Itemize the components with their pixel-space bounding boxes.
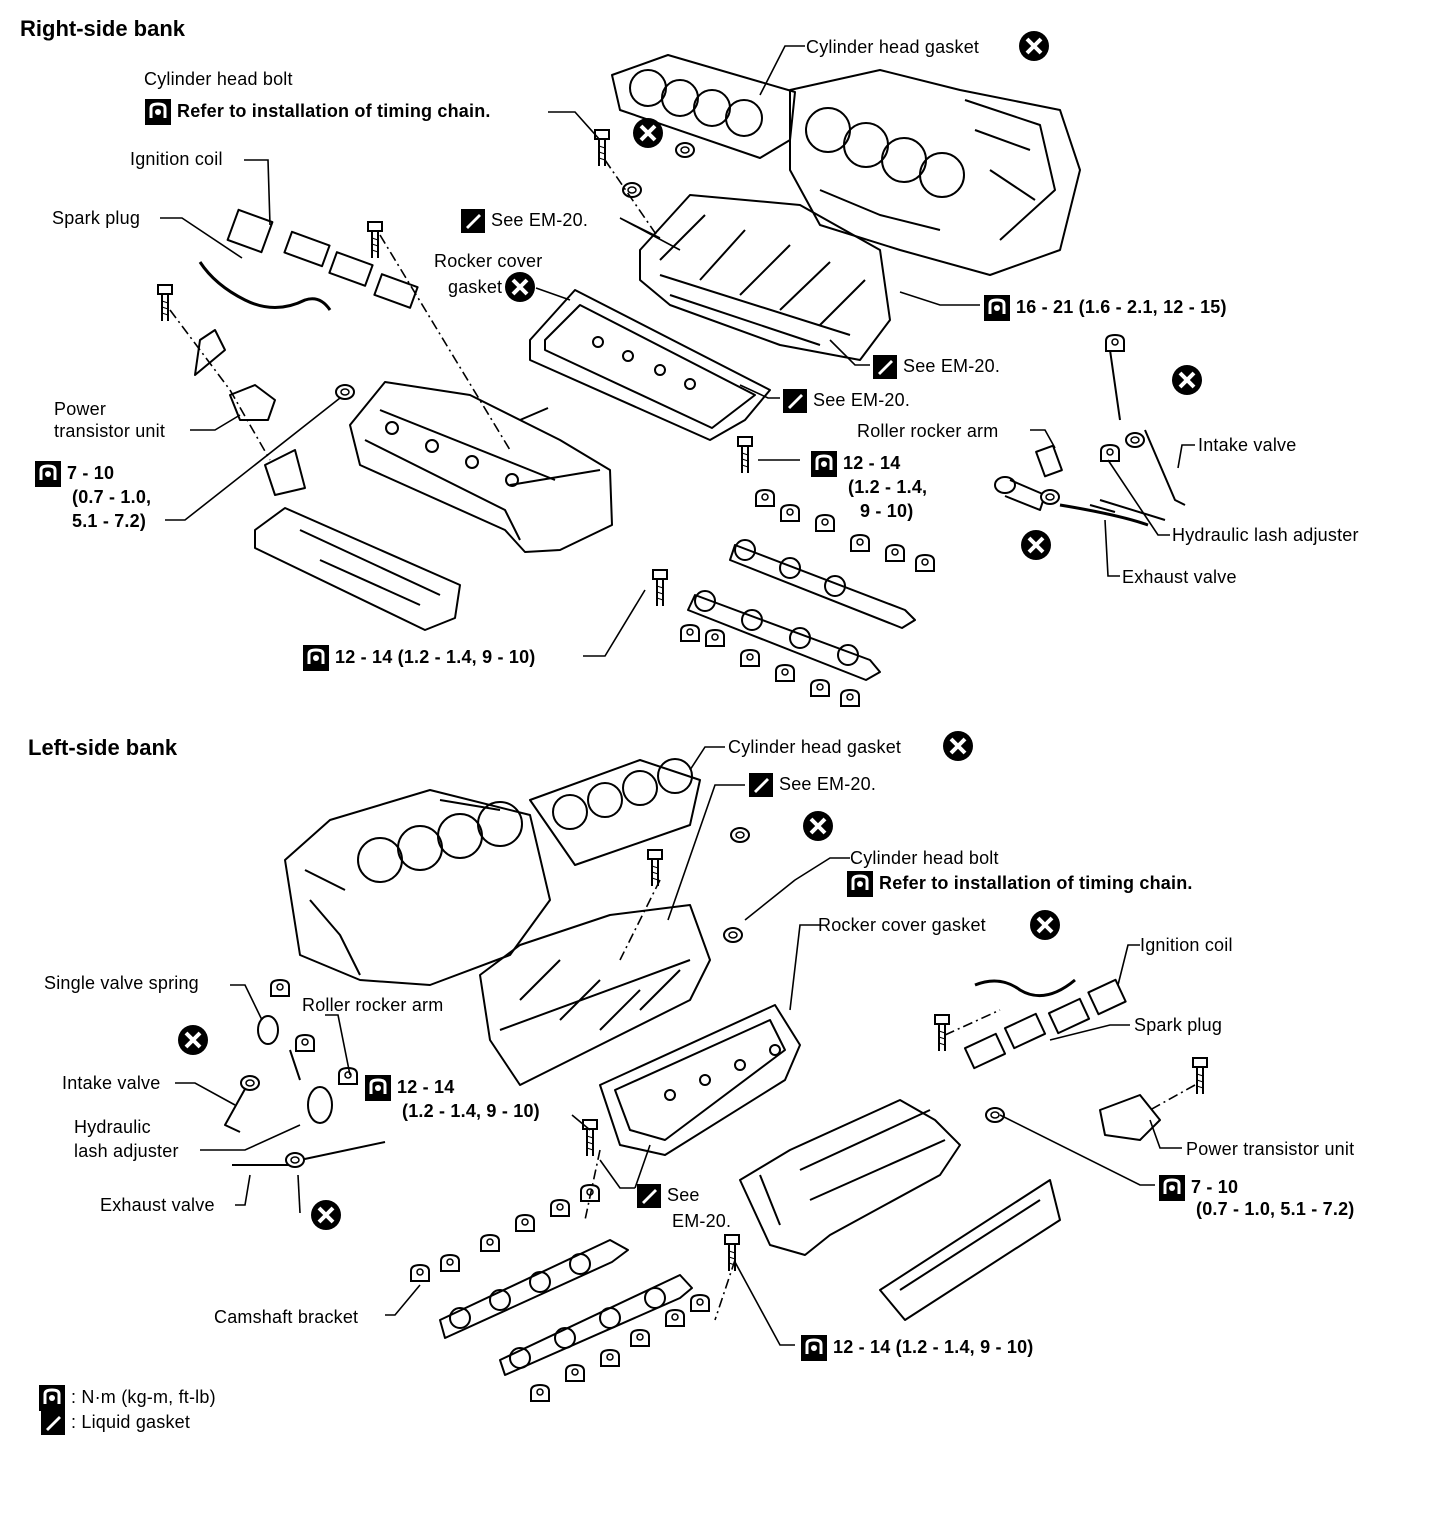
- l-intake-valve-label: Intake valve: [62, 1073, 161, 1093]
- liquid-gasket-icon: [872, 354, 898, 380]
- l-rocker-cover-gasket-label: Rocker cover gasket: [818, 915, 986, 935]
- r-hydraulic-lash-adjuster-label: Hydraulic lash adjuster: [1172, 525, 1359, 545]
- l-torque-7-10-units: (0.7 - 1.0, 5.1 - 7.2): [1196, 1199, 1355, 1219]
- torque-wrench-icon: [34, 460, 62, 488]
- l-hydraulic-label-2: lash adjuster: [74, 1141, 179, 1161]
- liquid-gasket-icon: [782, 388, 808, 414]
- r-power-transistor-label-1: Power: [54, 399, 107, 419]
- liquid-gasket-icon: [40, 1410, 66, 1436]
- r-rocker-cover-gasket-label-2: gasket: [448, 277, 503, 297]
- l-see-em20-b-ref: EM-20.: [672, 1211, 732, 1231]
- l-refer-timing-note: Refer to installation of timing chain.: [846, 870, 1193, 898]
- r-see-em20-a: See EM-20.: [460, 208, 588, 234]
- l-camshaft-bracket-label: Camshaft bracket: [214, 1307, 359, 1327]
- r-cylinder-head-gasket-label: Cylinder head gasket: [806, 37, 980, 57]
- r-torque-16-21: 16 - 21 (1.6 - 2.1, 12 - 15): [983, 294, 1227, 322]
- torque-wrench-icon: [302, 644, 330, 672]
- r-ignition-coil-label: Ignition coil: [130, 149, 223, 169]
- l-torque-12-14-a-units: (1.2 - 1.4, 9 - 10): [402, 1101, 540, 1121]
- liquid-gasket-icon: [636, 1183, 662, 1209]
- torque-wrench-icon: [38, 1384, 66, 1412]
- l-roller-rocker-label: Roller rocker arm: [302, 995, 444, 1015]
- r-cylinder-head-bolt-label: Cylinder head bolt: [144, 69, 293, 89]
- torque-wrench-icon: [364, 1074, 392, 1102]
- r-torque-7-10-kgm: (0.7 - 1.0,: [72, 487, 152, 507]
- l-cylinder-head-bolt-label: Cylinder head bolt: [850, 848, 999, 868]
- r-see-em20-c: See EM-20.: [782, 388, 910, 414]
- leader-lines: [160, 45, 1196, 1346]
- torque-wrench-icon: [144, 98, 172, 126]
- l-hydraulic-label-1: Hydraulic: [74, 1117, 151, 1137]
- torque-wrench-icon: [800, 1334, 828, 1362]
- left-bank-title: Left-side bank: [28, 735, 178, 760]
- l-single-valve-spring-label: Single valve spring: [44, 973, 199, 993]
- torque-wrench-icon: [846, 870, 874, 898]
- r-exhaust-valve-label: Exhaust valve: [1122, 567, 1237, 587]
- torque-wrench-icon: [810, 450, 838, 478]
- r-torque-12-14-a-ftlb: 9 - 10): [860, 501, 914, 521]
- l-see-em20-b: See: [636, 1183, 700, 1209]
- legend-liquid-gasket: : Liquid gasket: [40, 1410, 190, 1436]
- r-see-em20-b: See EM-20.: [872, 354, 1000, 380]
- r-intake-valve-label: Intake valve: [1198, 435, 1297, 455]
- r-torque-7-10-ftlb: 5.1 - 7.2): [72, 511, 147, 531]
- l-power-transistor-label: Power transistor unit: [1186, 1139, 1355, 1159]
- l-torque-7-10: 7 - 10: [1158, 1174, 1238, 1202]
- r-power-transistor-label-2: transistor unit: [54, 421, 166, 441]
- l-ignition-coil-label: Ignition coil: [1140, 935, 1233, 955]
- legend-torque: : N·m (kg-m, ft-lb): [38, 1384, 216, 1412]
- liquid-gasket-icon: [460, 208, 486, 234]
- r-torque-12-14-b: 12 - 14 (1.2 - 1.4, 9 - 10): [302, 644, 536, 672]
- l-see-em20-a: See EM-20.: [748, 772, 876, 798]
- l-torque-12-14-a: 12 - 14: [364, 1074, 454, 1102]
- l-exhaust-valve-label: Exhaust valve: [100, 1195, 215, 1215]
- r-refer-timing-note: Refer to installation of timing chain.: [144, 98, 491, 126]
- right-bank-title: Right-side bank: [20, 16, 186, 41]
- l-cylinder-head-gasket-label: Cylinder head gasket: [728, 737, 902, 757]
- right-bank-parts: [194, 54, 1186, 681]
- torque-wrench-icon: [983, 294, 1011, 322]
- liquid-gasket-icon: [748, 772, 774, 798]
- r-torque-12-14-a-kgm: (1.2 - 1.4,: [848, 477, 928, 497]
- r-torque-7-10: 7 - 10: [34, 460, 114, 488]
- r-torque-12-14-a: 12 - 14: [810, 450, 900, 478]
- torque-wrench-icon: [1158, 1174, 1186, 1202]
- l-spark-plug-label: Spark plug: [1134, 1015, 1223, 1035]
- r-roller-rocker-label: Roller rocker arm: [857, 421, 999, 441]
- r-rocker-cover-gasket-label-1: Rocker cover: [434, 251, 543, 271]
- r-spark-plug-label: Spark plug: [52, 208, 141, 228]
- l-torque-12-14-b: 12 - 14 (1.2 - 1.4, 9 - 10): [800, 1334, 1034, 1362]
